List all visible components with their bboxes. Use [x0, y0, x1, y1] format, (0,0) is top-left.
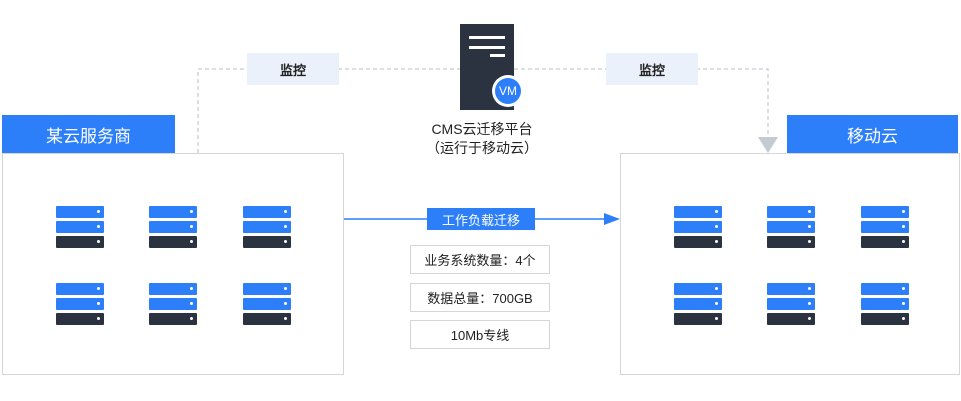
monitor-tag-left: 监控: [247, 53, 339, 85]
migration-label: 工作负载迁移: [427, 208, 535, 230]
stat-link: 10Mb专线: [410, 320, 550, 349]
server-rack-icon: [674, 283, 722, 325]
monitor-tag-right: 监控: [606, 53, 698, 85]
platform-note: （运行于移动云）: [426, 140, 538, 156]
server-rack-icon: [56, 283, 104, 325]
source-cloud-title: 某云服务商: [2, 115, 175, 153]
server-rack-icon: [149, 283, 197, 325]
vm-badge: VM: [499, 84, 517, 98]
server-rack-icon: [243, 283, 291, 325]
server-rack-icon: [56, 206, 104, 248]
stat-systems: 业务系统数量：4个: [410, 245, 550, 274]
target-cloud-box: [620, 153, 960, 375]
server-rack-icon: [767, 283, 815, 325]
server-rack-icon: [861, 283, 909, 325]
server-rack-icon: [243, 206, 291, 248]
server-rack-icon: [149, 206, 197, 248]
platform-name: CMS云迁移平台: [431, 121, 533, 137]
server-rack-icon: [861, 206, 909, 248]
target-cloud-title: 移动云: [787, 115, 958, 153]
source-cloud-box: [2, 153, 344, 375]
server-tower-icon: VM: [460, 24, 524, 110]
platform-label: CMS云迁移平台 （运行于移动云）: [407, 120, 557, 158]
server-rack-icon: [674, 206, 722, 248]
server-rack-icon: [767, 206, 815, 248]
stat-data-volume: 数据总量：700GB: [410, 283, 550, 312]
